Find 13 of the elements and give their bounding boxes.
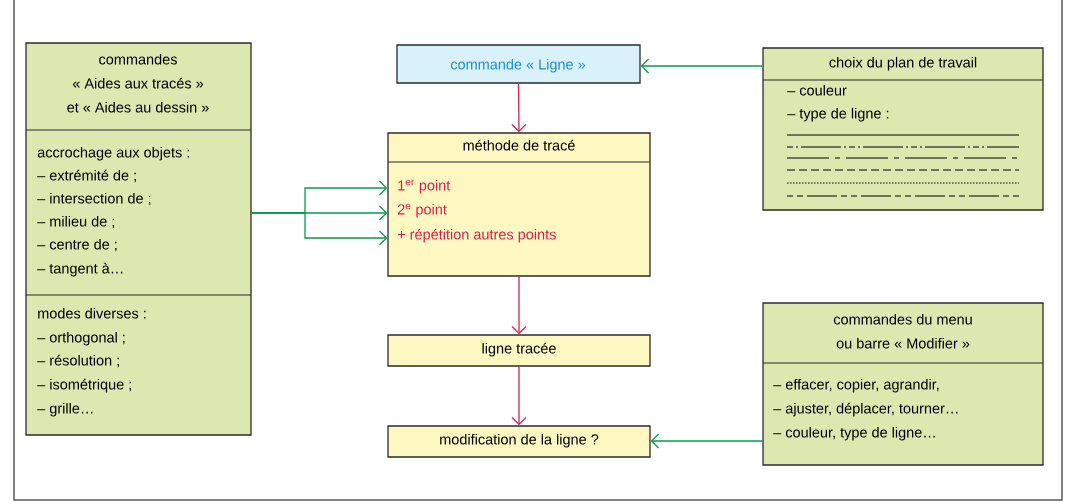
arrow — [251, 212, 388, 246]
process-box: modification de la ligne ? — [387, 425, 651, 458]
process-box: ligne tracée — [387, 334, 651, 367]
arrow — [511, 366, 527, 426]
command-list-box: commandes du menu ou barre « Modifier » – effacer, copier, agrandir, – ajuster, déplacer, tourner… – couleur, type de ligne… — [762, 302, 1044, 466]
process-box: méthode de tracé 1$^{er}$ point 2$^{e}$ point + répétition autres points — [387, 132, 651, 277]
command-box: commande « Ligne » — [396, 44, 641, 84]
command-list-box: commandes « Aides aux tracés » et « Aides au dessin » accrochage aux objets : – extrémité de ; – intersection de ; – milieu de ; – centre de ; – tangent à… modes diverses : – orthogonal ; – résolution ; – isométrique ; – grille… — [25, 42, 252, 436]
arrow — [650, 433, 763, 449]
arrow — [640, 58, 763, 74]
settings-box: choix du plan de travail – couleur – type de ligne : — [762, 47, 1044, 211]
arrow — [511, 276, 527, 335]
arrow — [511, 83, 527, 133]
